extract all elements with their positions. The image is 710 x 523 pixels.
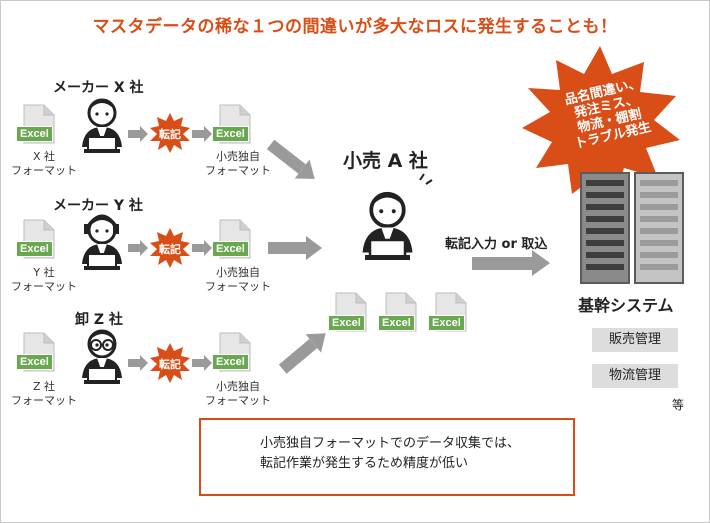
excel-badge-retailer-1: Excel [328,315,365,331]
retail-format-z-line1: 小売独自 [216,380,260,393]
system-etc: 等 [672,398,685,412]
person-y-icon [80,214,124,272]
source-label-x-line2: フォーマット [11,164,77,177]
arrow-to-system [472,250,550,276]
source-label-y-line2: フォーマット [11,280,77,293]
person-x-icon [80,98,124,155]
excel-badge-y: Excel [16,241,53,257]
arrow-z-1 [128,355,148,371]
note-line-2: 転記作業が発生するため精度が低い [260,456,469,471]
source-label-z-line1: Z 社 [32,380,56,393]
source-label-x-line1: X 社 [32,150,56,163]
arrow-x-to-retailer [266,139,315,179]
retail-format-x-line1: 小売独自 [216,150,260,163]
retail-format-label-x: 小売独自 フォーマット [198,150,278,178]
retailer-person-icon [360,191,415,262]
retail-format-x-line2: フォーマット [205,164,271,177]
sweat-marks [419,173,433,185]
excel-badge-retailer-3: Excel [428,315,465,331]
person-z-icon [80,329,124,386]
retail-format-label-z: 小売独自 フォーマット [198,380,278,408]
retailer-title: 小売 A 社 [343,150,428,172]
note-box [199,418,575,496]
system-title: 基幹システム [578,296,674,315]
note-line-1: 小売独自フォーマットでのデータ収集では、 [260,436,521,451]
arrow-y-2 [192,240,212,256]
transcribe-label-x: 転記 [159,128,181,141]
transcribe-label-y: 転記 [159,243,181,256]
org-title-y: メーカー Y 社 [53,198,143,214]
arrow-y-1 [128,240,148,256]
excel-badge-retailer-2: Excel [378,315,415,331]
excel-badge-x: Excel [16,126,53,142]
arrow-y-to-retailer [268,236,322,260]
arrow-x-1 [128,126,148,142]
excel-badge-z: Excel [16,354,53,370]
input-label: 転記入力 or 取込 [445,237,548,252]
source-label-x: X 社 フォーマット [8,150,80,178]
excel-badge-retail-x: Excel [212,126,249,142]
note-text: 小売独自フォーマットでのデータ収集では、 転記作業が発生するため精度が低い [260,434,520,474]
trouble-burst [522,46,680,198]
retail-format-z-line2: フォーマット [205,394,271,407]
system-module-sales: 販売管理 [592,328,678,352]
excel-badge-retail-y: Excel [212,241,249,257]
retail-format-y-line2: フォーマット [205,280,271,293]
source-label-y: Y 社 フォーマット [8,266,80,294]
diagram-title: マスタデータの稀な１つの間違いが多大なロスに発生することも！ [92,17,618,37]
org-title-x: メーカー X 社 [53,80,144,96]
system-module-logistics: 物流管理 [592,364,678,388]
org-title-z: 卸 Z 社 [75,312,123,328]
retail-format-label-y: 小売独自 フォーマット [198,266,278,294]
server-rack-icon [580,172,684,284]
retail-format-y-line1: 小売独自 [216,266,260,279]
arrow-z-to-retailer [278,333,326,374]
arrow-x-2 [192,126,212,142]
source-label-y-line1: Y 社 [33,266,55,279]
transcribe-label-z: 転記 [159,358,181,371]
source-label-z: Z 社 フォーマット [8,380,80,408]
source-label-z-line2: フォーマット [11,394,77,407]
excel-badge-retail-z: Excel [212,354,249,370]
arrow-z-2 [192,355,212,371]
